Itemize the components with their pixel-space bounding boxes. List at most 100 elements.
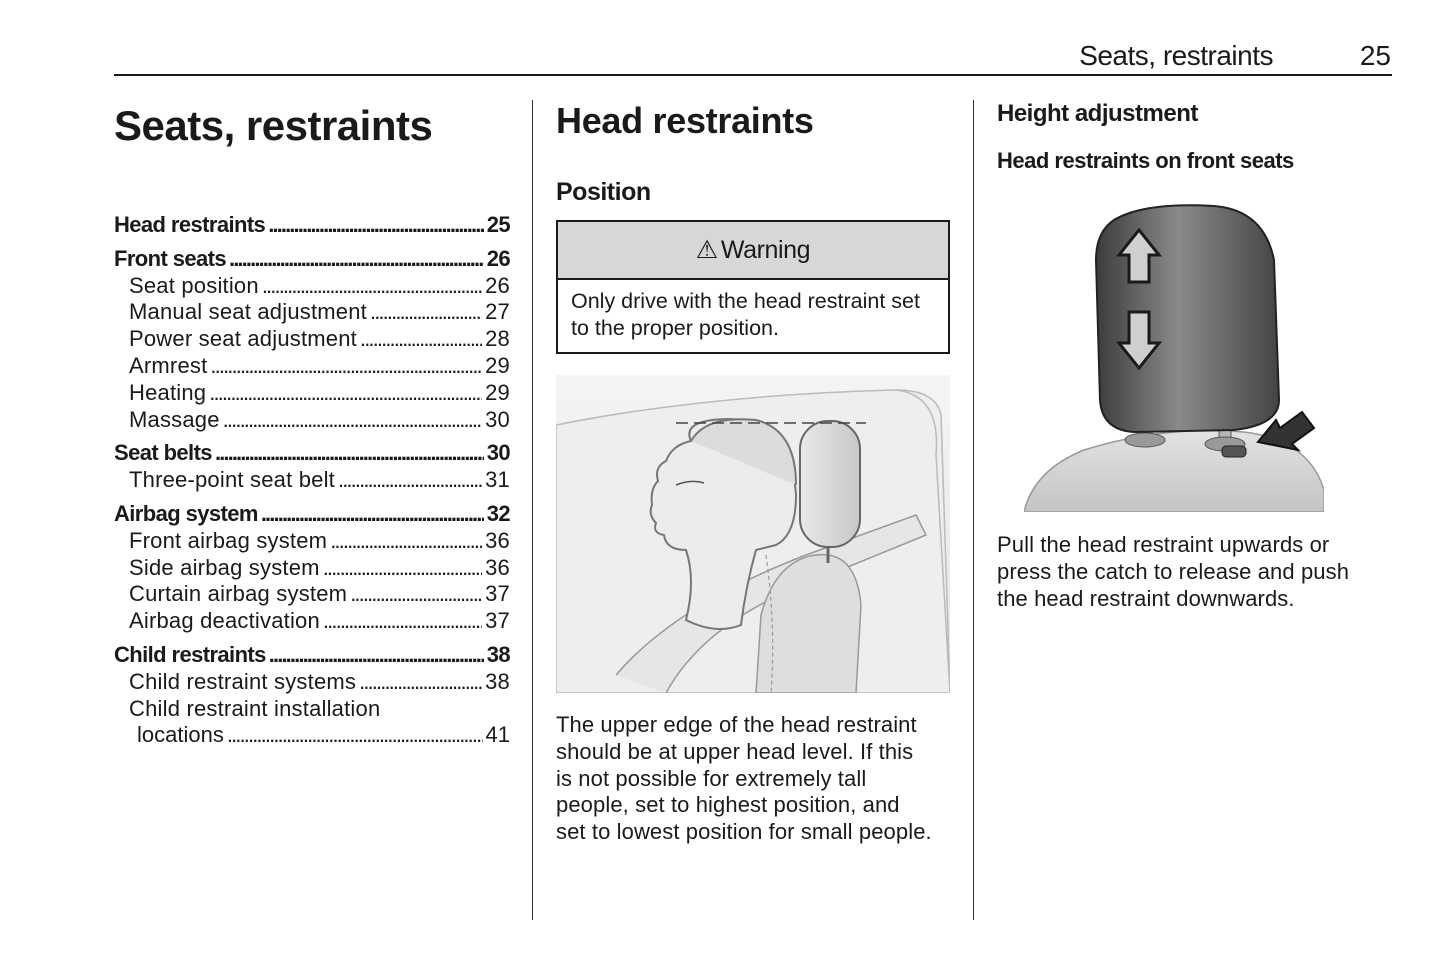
toc-leader-dots — [229, 246, 484, 273]
height-adjustment-column: Height adjustment Head restraints on fro… — [997, 97, 1397, 176]
toc-leader-dots — [350, 581, 482, 608]
body-text-line: Pull the head restraint upwards or — [997, 532, 1330, 557]
toc-entry[interactable]: Child restraints 38 — [114, 641, 511, 669]
body-text-line: press the catch to release and push — [997, 558, 1350, 584]
toc-entry-label: Front seats — [114, 245, 227, 271]
toc-entry[interactable]: Seat belts 30 — [114, 440, 511, 467]
toc-entry-label: Child restraint systems — [129, 668, 357, 694]
body-text-line: set to lowest position for small people. — [556, 819, 932, 845]
toc-entry[interactable]: locations 41 — [114, 722, 510, 749]
toc-leader-dots — [370, 299, 482, 326]
toc-entry-label: Three-point seat belt — [129, 467, 335, 493]
body-text-line: the head restraint downwards. — [997, 585, 1295, 611]
chapter-title: Seats, restraints — [114, 102, 433, 149]
height-adjustment-heading: Height adjustment — [997, 100, 1198, 127]
toc-entry-page: 27 — [485, 299, 510, 325]
toc-leader-dots — [338, 467, 482, 494]
toc-leader-dots — [262, 273, 482, 300]
toc-entry[interactable]: Front seats 26 — [114, 245, 511, 273]
toc-entry[interactable]: Massage 30 — [114, 407, 510, 434]
front-seats-subheading: Head restraints on front seats — [997, 148, 1294, 173]
body-text-line: should be at upper head level. If this — [556, 738, 914, 764]
toc-entry-page: 26 — [486, 245, 511, 271]
chapter-contents-column: Seats, restraints Head restraints 25Front… — [114, 96, 511, 749]
subsection-heading: Position — [556, 178, 651, 206]
toc-entry-page: 30 — [485, 406, 510, 432]
table-of-contents: Head restraints25Front seats26Seat posit… — [114, 212, 511, 749]
toc-entry-page: 32 — [486, 500, 511, 526]
header-rule — [114, 74, 1392, 76]
toc-entry-label: locations — [137, 722, 224, 748]
page-number: 25 — [1359, 40, 1391, 71]
toc-leader-dots — [323, 608, 482, 635]
toc-entry-label: Seat position — [129, 272, 259, 298]
toc-entry[interactable]: Manual seat adjustment 27 — [114, 299, 510, 326]
toc-entry-label: Seat belts — [114, 440, 213, 466]
toc-entry[interactable]: Front airbag system 36 — [114, 528, 510, 555]
toc-entry-label: Armrest — [129, 352, 208, 378]
warning-title: Warning — [720, 235, 811, 264]
column-divider — [973, 100, 974, 920]
toc-entry[interactable]: Seat position 26 — [114, 273, 510, 300]
warning-triangle-icon: ⚠ — [695, 236, 718, 264]
warning-text: Only drive with the head restraint set t… — [571, 289, 920, 340]
toc-entry-page: 31 — [485, 467, 510, 493]
toc-leader-dots — [209, 380, 482, 407]
toc-entry[interactable]: Airbag system 32 — [114, 500, 511, 528]
toc-entry-label: Airbag deactivation — [129, 608, 320, 634]
driver-head-restraint-illustration — [555, 375, 951, 694]
toc-entry-label: Front airbag system — [129, 527, 328, 553]
warning-box: ⚠ Warning Only drive with the head restr… — [556, 220, 950, 354]
toc-entry[interactable]: Heating 29 — [114, 380, 510, 407]
toc-entry-page: 29 — [485, 379, 510, 405]
toc-entry-label: Heating — [129, 379, 207, 405]
toc-leader-dots — [323, 555, 482, 582]
toc-entry-page: 28 — [485, 326, 510, 352]
toc-entry-label: Side airbag system — [129, 554, 320, 580]
toc-leader-dots — [330, 528, 482, 555]
toc-entry-label: Airbag system — [114, 500, 258, 526]
toc-entry-label: Curtain airbag system — [129, 581, 348, 607]
toc-entry-page: 38 — [485, 668, 510, 694]
toc-entry-label: Manual seat adjustment — [129, 299, 367, 325]
toc-entry[interactable]: Side airbag system 36 — [114, 555, 510, 582]
toc-entry[interactable]: Armrest 29 — [114, 353, 510, 380]
column-divider — [532, 100, 533, 920]
toc-entry[interactable]: Power seat adjustment 28 — [114, 326, 510, 353]
toc-entry-page: 41 — [485, 722, 510, 748]
toc-entry[interactable]: Three-point seat belt 31 — [114, 467, 510, 494]
toc-entry-page: 30 — [486, 440, 511, 466]
toc-leader-dots — [223, 407, 482, 434]
running-header-title: Seats, restraints — [1079, 40, 1273, 71]
toc-entry-page: 29 — [485, 352, 510, 378]
warning-header: ⚠ Warning — [558, 222, 948, 280]
head-restraints-column: Head restraints Position ⚠ Warning Only … — [556, 96, 950, 354]
toc-entry-page: 25 — [486, 212, 511, 237]
toc-entry[interactable]: Head restraints 25 — [114, 212, 511, 239]
body-text-line: is not possible for extremely tall — [556, 765, 867, 791]
toc-entry-label: Child restraints — [114, 641, 266, 667]
toc-entry[interactable]: Curtain airbag system 37 — [114, 581, 510, 608]
toc-leader-dots — [227, 722, 483, 749]
body-text-line: The upper edge of the head restraint — [556, 712, 917, 737]
toc-leader-dots — [268, 212, 484, 239]
toc-entry-page: 37 — [485, 581, 510, 607]
section-heading: Head restraints — [556, 100, 814, 141]
toc-leader-dots — [360, 326, 482, 353]
toc-entry-page: 26 — [485, 272, 510, 298]
toc-entry-label: Head restraints — [114, 212, 266, 237]
toc-entry-label: Child restraint installation — [129, 695, 381, 721]
toc-entry[interactable]: Airbag deactivation 37 — [114, 608, 510, 635]
toc-entry[interactable]: Child restraint systems 38 — [114, 669, 510, 696]
toc-entry[interactable]: Child restraint installation — [114, 696, 510, 723]
toc-entry-label: Power seat adjustment — [129, 326, 357, 352]
toc-entry-page: 36 — [485, 554, 510, 580]
toc-entry-label: Massage — [129, 406, 220, 432]
toc-leader-dots — [269, 642, 484, 669]
toc-entry-page: 36 — [485, 527, 510, 553]
toc-leader-dots — [210, 353, 482, 380]
toc-entry-page: 37 — [485, 608, 510, 634]
toc-leader-dots — [215, 440, 484, 467]
toc-entry-page: 38 — [486, 641, 511, 667]
